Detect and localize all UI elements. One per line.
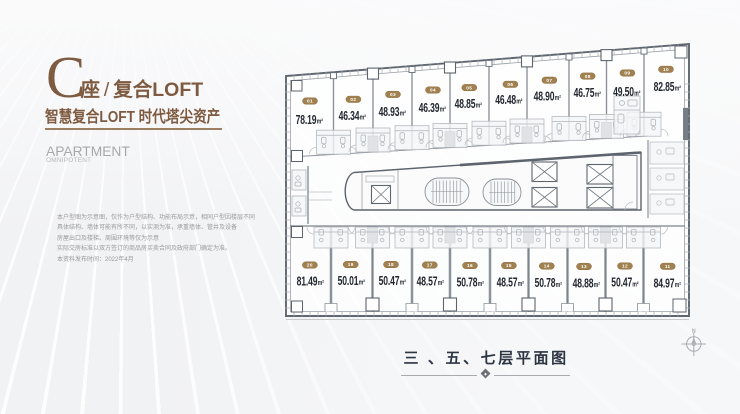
svg-text:18: 18 (388, 262, 394, 267)
svg-text:48.57: 48.57 (417, 275, 438, 289)
svg-text:02: 02 (350, 97, 356, 102)
svg-text:m²: m² (518, 280, 524, 288)
svg-text:m²: m² (594, 281, 600, 289)
svg-text:m²: m² (556, 281, 562, 289)
svg-text:N: N (692, 329, 696, 335)
svg-text:50.47: 50.47 (611, 276, 632, 290)
svg-text:48.90: 48.90 (534, 90, 555, 104)
svg-text:m²: m² (400, 279, 406, 287)
svg-text:m²: m² (359, 279, 365, 287)
svg-text:20: 20 (307, 263, 313, 268)
svg-text:49.50: 49.50 (613, 85, 634, 99)
svg-text:50.78: 50.78 (535, 276, 556, 290)
svg-text:07: 07 (546, 78, 552, 83)
svg-text:m²: m² (360, 114, 366, 122)
svg-text:m²: m² (476, 102, 482, 110)
svg-text:m²: m² (318, 279, 324, 287)
svg-text:84.97: 84.97 (654, 277, 675, 291)
svg-text:46.34: 46.34 (339, 109, 361, 123)
svg-text:12: 12 (622, 264, 628, 269)
svg-text:48.57: 48.57 (497, 276, 518, 290)
svg-text:m²: m² (555, 94, 561, 102)
svg-text:78.19: 78.19 (296, 113, 317, 127)
svg-text:05: 05 (466, 85, 472, 90)
svg-text:16: 16 (467, 263, 473, 268)
svg-text:11: 11 (665, 264, 671, 269)
svg-text:03: 03 (390, 92, 396, 97)
svg-text:m²: m² (675, 85, 681, 93)
svg-text:48.88: 48.88 (573, 277, 594, 291)
svg-text:09: 09 (624, 71, 630, 76)
svg-text:m²: m² (478, 280, 484, 288)
svg-text:50.01: 50.01 (338, 274, 359, 288)
svg-text:m²: m² (440, 106, 446, 114)
svg-text:48.85: 48.85 (455, 97, 476, 111)
svg-text:m²: m² (634, 90, 640, 98)
svg-text:m²: m² (438, 279, 444, 287)
svg-text:04: 04 (430, 88, 436, 93)
svg-text:81.49: 81.49 (297, 275, 318, 289)
svg-text:m²: m² (516, 98, 522, 106)
svg-text:46.75: 46.75 (574, 86, 595, 100)
svg-text:48.93: 48.93 (379, 105, 400, 119)
svg-text:m²: m² (675, 281, 681, 289)
svg-text:06: 06 (507, 82, 513, 87)
svg-text:46.48: 46.48 (495, 93, 516, 107)
svg-text:46.39: 46.39 (419, 101, 440, 115)
svg-text:m²: m² (595, 91, 601, 99)
svg-text:15: 15 (506, 263, 512, 268)
svg-text:14: 14 (544, 264, 550, 269)
svg-text:01: 01 (307, 99, 313, 104)
svg-text:50.47: 50.47 (379, 274, 400, 288)
svg-text:m²: m² (400, 110, 406, 118)
svg-text:17: 17 (427, 263, 433, 268)
svg-text:08: 08 (585, 74, 591, 79)
svg-text:50.78: 50.78 (457, 276, 478, 290)
svg-text:19: 19 (348, 262, 354, 267)
svg-text:10: 10 (663, 67, 669, 72)
svg-text:m²: m² (632, 281, 638, 289)
svg-text:13: 13 (581, 264, 587, 269)
svg-text:m²: m² (317, 118, 323, 126)
svg-text:82.85: 82.85 (654, 80, 675, 94)
